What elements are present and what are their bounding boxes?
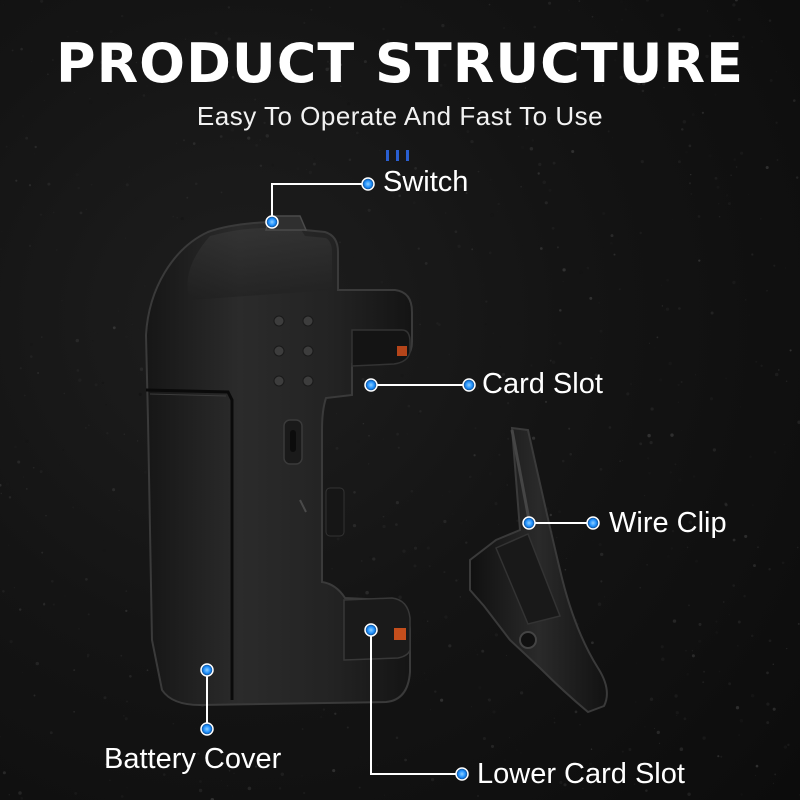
dot-battery-label xyxy=(200,722,214,736)
dot-wire-clip-tip xyxy=(522,516,536,530)
dot-wire-clip-label xyxy=(586,516,600,530)
label-switch: Switch xyxy=(383,166,469,198)
dot-lower-slot-tip xyxy=(364,623,378,637)
dot-card-slot-tip xyxy=(364,378,378,392)
callout-lines xyxy=(206,183,593,775)
label-card-slot: Card Slot xyxy=(482,368,603,400)
page-title: PRODUCT STRUCTURE xyxy=(56,32,744,95)
dot-switch-label xyxy=(361,177,375,191)
dot-battery-tip xyxy=(200,663,214,677)
label-battery-cover: Battery Cover xyxy=(104,743,282,775)
callout-dots xyxy=(200,177,600,781)
callout-line-switch xyxy=(271,183,368,222)
label-lower-card-slot: Lower Card Slot xyxy=(477,758,685,790)
dot-card-slot-label xyxy=(462,378,476,392)
dot-switch-tip xyxy=(265,215,279,229)
device-body xyxy=(144,215,413,707)
label-wire-clip: Wire Clip xyxy=(609,507,727,539)
wire-clip xyxy=(469,426,608,714)
page-subtitle: Easy To Operate And Fast To Use xyxy=(196,101,604,131)
callout-line-lower-card-slot xyxy=(370,630,462,775)
indicator-bars xyxy=(386,150,409,161)
dot-lower-slot-label xyxy=(455,767,469,781)
